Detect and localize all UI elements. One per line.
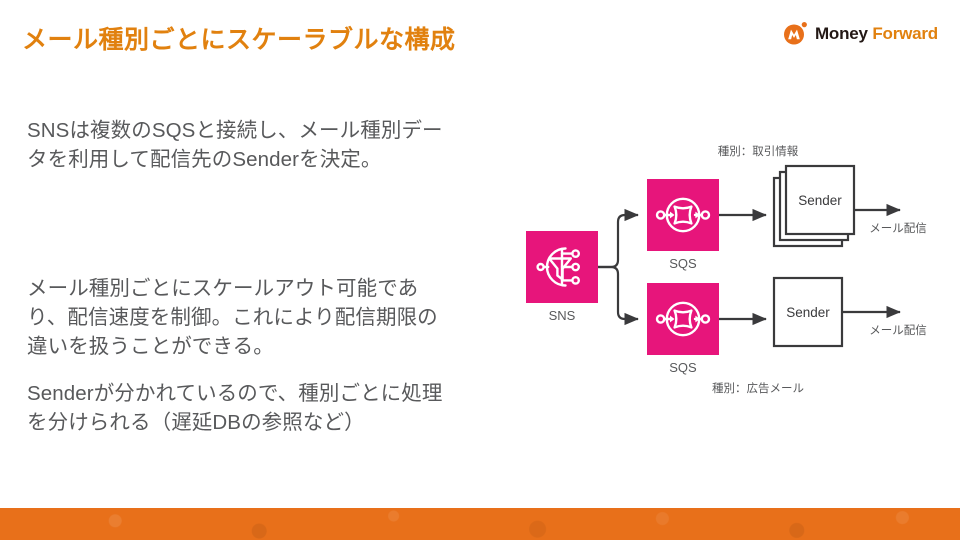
sqs-icon-tile-top [647,179,719,251]
sender-label-bottom: Sender [786,305,830,320]
sns-label: SNS [549,308,576,323]
branch-transaction: 種別：取引情報 SQS Sender メール配信 [647,144,927,271]
sender-label-top: Sender [798,193,842,208]
output-label-top: メール配信 [869,222,927,235]
connector-sns-to-sqs-bottom [598,265,639,326]
sqs-label-top: SQS [669,256,697,271]
architecture-diagram: SNS 種別：取引情報 SQS [500,130,960,400]
sns-node: SNS [526,231,598,323]
footer-texture [0,508,960,540]
branch-category-label-bottom: 種別：広告メール [712,381,804,395]
brand-logo: Money Forward [783,21,938,46]
branch-advertising: SQS Sender メール配信 種別：広告メール [647,276,927,395]
page-title: メール種別ごとにスケーラブルな構成 [22,26,456,54]
sqs-label-bottom: SQS [669,360,697,375]
brand-wordmark: Money Forward [815,25,938,42]
money-forward-mark-icon [783,21,808,46]
footer-band [0,508,960,540]
connector-sns-to-sqs-top [598,208,639,269]
body-paragraph-2: メール種別ごとにスケールアウト可能であり、配信速度を制御。これにより配信期限の違… [27,277,438,359]
branch-category-label-top: 種別：取引情報 [718,144,799,158]
output-label-bottom: メール配信 [869,324,927,337]
sender-box-bottom [772,276,844,348]
body-paragraph-3: Senderが分かれているので、種別ごとに処理を分けられる（遅延DBの参照など） [27,382,443,435]
sender-stack-top: Sender [772,164,856,248]
sender-box-front-top [784,164,856,236]
body-paragraph-1: SNSは複数のSQSと接続し、メール種別データを利用して配信先のSenderを決… [27,119,443,172]
sender-box-group-bottom: Sender [772,276,844,348]
sqs-icon-tile-bottom [647,283,719,355]
brand-name-second: Forward [872,24,938,43]
brand-name-first: Money [814,24,868,43]
